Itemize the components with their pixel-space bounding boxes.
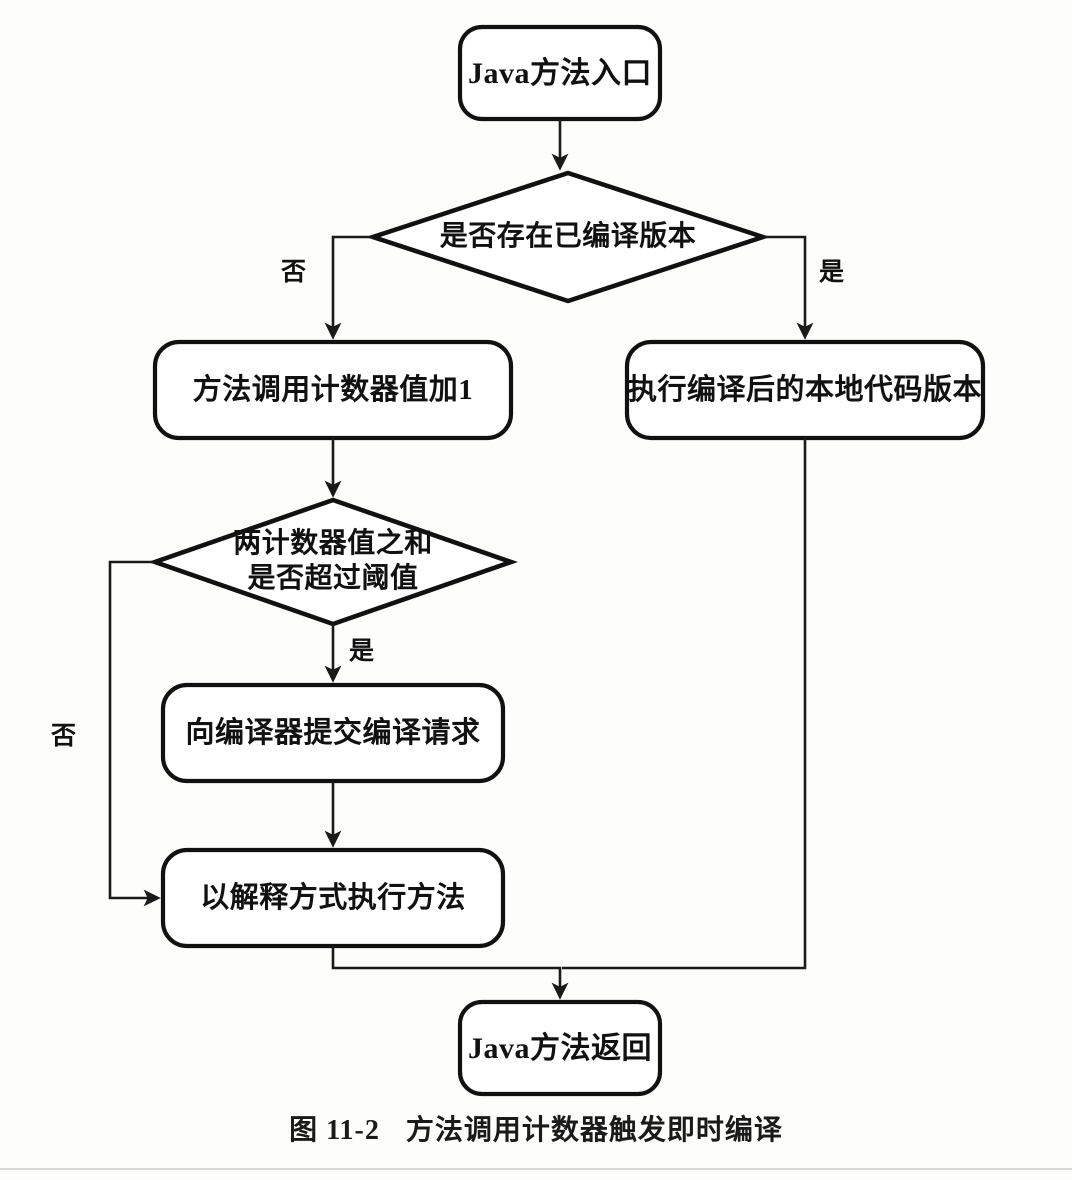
node-execute-native-code — [624, 339, 986, 441]
edge-label-decision1-no: 否 — [281, 259, 307, 286]
node-increment-counter — [152, 339, 514, 441]
edge-decision1-yes-to-native — [763, 235, 814, 340]
figure-caption-number: 图 11-2 — [289, 1115, 380, 1146]
node-return — [457, 999, 663, 1097]
edge-label-decision2-yes: 是 — [349, 638, 375, 665]
figure-caption-text: 方法调用计数器触发即时编译 — [405, 1115, 783, 1146]
edge-decision2-no-to-interpret — [108, 560, 161, 907]
edge-label-decision1-yes: 是 — [819, 259, 845, 286]
node-interpret-method — [160, 847, 506, 949]
node-decision-has-compiled — [365, 170, 771, 304]
edge-label-decision2-no: 否 — [51, 723, 77, 750]
edge-interpret-to-return — [331, 946, 569, 1000]
node-submit-compile-request — [160, 682, 506, 784]
figure-caption: 图 11-2 方法调用计数器触发即时编译 — [0, 1108, 1072, 1148]
node-start — [457, 24, 663, 122]
edge-native-to-return — [562, 438, 807, 970]
node-decision-threshold — [148, 497, 518, 627]
page-bottom-divider — [0, 1168, 1072, 1170]
edge-decision1-no-to-increment — [324, 235, 373, 340]
